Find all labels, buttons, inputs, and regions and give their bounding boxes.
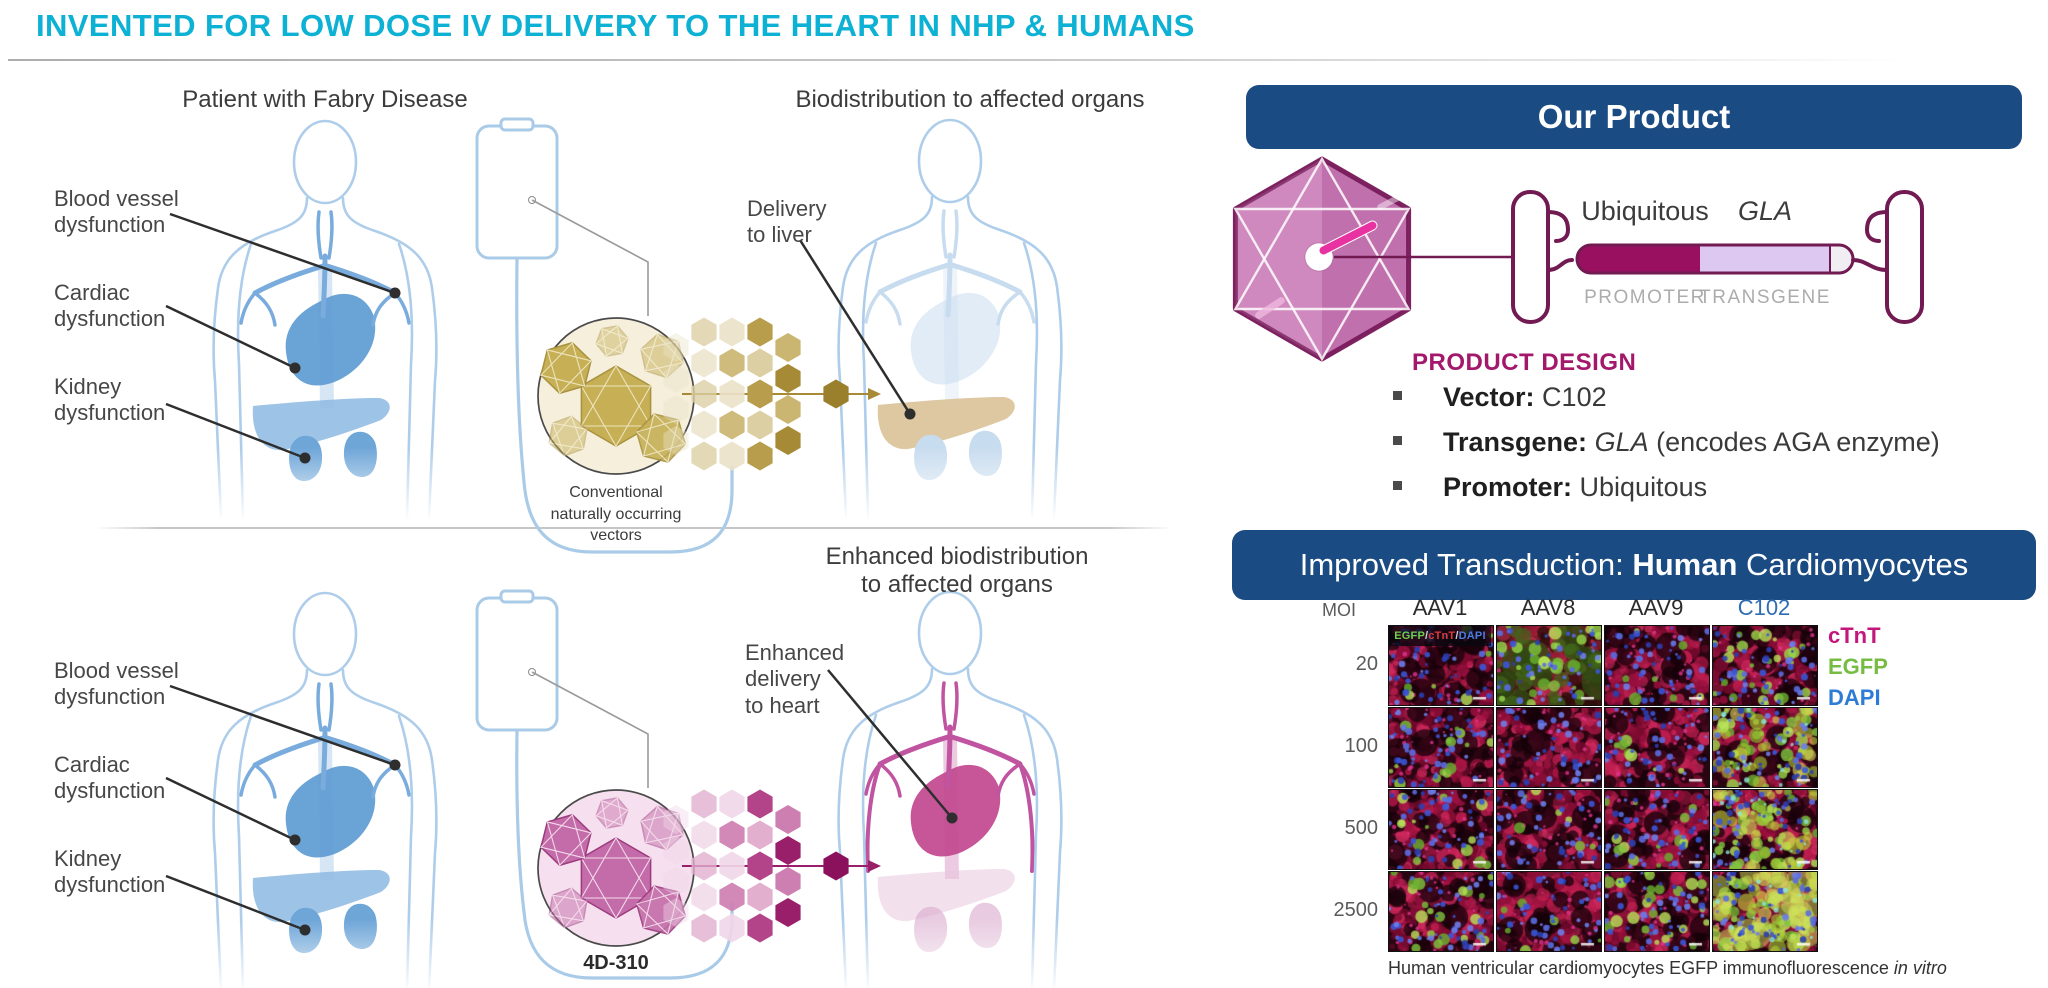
improved-transduction-header: Improved Transduction: Human Cardiomyocy… [1232, 530, 2036, 600]
column-header-aav1: AAV1 [1412, 595, 1468, 620]
micrograph-C102-moi100 [1712, 707, 1818, 788]
panel-title-enhanced-biodistribution: Enhanced biodistribution to affected org… [825, 543, 1089, 598]
micrograph-AAV1-moi2500 [1388, 871, 1494, 952]
leader-line [827, 669, 958, 824]
transgene-name-label: GLA [1737, 196, 1793, 226]
column-header-aav8: AAV8 [1520, 595, 1576, 620]
micrograph-AAV8-moi500 [1496, 789, 1602, 870]
moi-axis-label: MOI [1322, 600, 1356, 620]
panel-title-biodistribution: Biodistribution to affected organs [795, 86, 1145, 113]
micrograph-AAV8-moi20 [1496, 625, 1602, 706]
micrograph-AAV9-moi500 [1604, 789, 1710, 870]
legend-dapi: DAPI [1828, 685, 1881, 710]
dna-strand-icon [1318, 220, 1378, 256]
row-label-moi-100: 100 [1344, 734, 1378, 757]
itr-right-icon [1885, 190, 1924, 324]
product-construct-diagram [1232, 156, 1924, 362]
micrograph-AAV8-moi2500 [1496, 871, 1602, 952]
bullet-transgene: Transgene: GLA (encodes AGA enzyme) [1393, 427, 2033, 458]
genome-construct [1511, 190, 1924, 324]
row-label-moi-2500: 2500 [1333, 898, 1379, 921]
micrograph-C102-moi2500 [1712, 871, 1818, 952]
body-silhouette [830, 590, 1070, 988]
label-4d-310: 4D-310 [583, 952, 649, 974]
iv-bag [475, 117, 559, 260]
column-header-aav9: AAV9 [1628, 595, 1684, 620]
leader-line [165, 874, 311, 936]
micrograph-AAV1-moi500 [1388, 789, 1494, 870]
micrograph-C102-moi20 [1712, 625, 1818, 706]
vector-flow-hexagons [663, 317, 881, 471]
page-title: INVENTED FOR LOW DOSE IV DELIVERY TO THE… [36, 8, 1195, 43]
body-silhouette [830, 118, 1070, 521]
micrograph-AAV1-moi100 [1388, 707, 1494, 788]
our-product-header: Our Product [1246, 85, 2022, 149]
bullet-promoter: Promoter: Ubiquitous [1393, 472, 2033, 503]
iv-bag [475, 589, 559, 732]
capsid-icon [1232, 156, 1412, 362]
leader-line [798, 239, 916, 420]
micrograph-AAV9-moi100 [1604, 707, 1710, 788]
legend-ctnt: cTnT [1828, 623, 1881, 648]
label-enhanced-delivery-to-heart: Enhanced delivery to heart [745, 640, 845, 718]
micrograph-caption: Human ventricular cardiomyocytes EGFP im… [1388, 958, 1947, 978]
fluorescence-legend: cTnT EGFP DAPI [1828, 620, 1888, 713]
bullet-vector: Vector: C102 [1393, 382, 2033, 413]
caption-conventional-vectors: Conventional naturally occurring vectors [550, 484, 682, 545]
row-label-moi-20: 20 [1355, 652, 1378, 675]
itr-left-icon [1511, 190, 1550, 324]
panel-divider [95, 527, 1173, 529]
body-silhouette [205, 119, 445, 522]
vector-zoom-circle [539, 796, 687, 936]
micrograph-AAV9-moi20 [1604, 625, 1710, 706]
product-design-heading: PRODUCT DESIGN [1412, 349, 1637, 376]
micrograph-AAV8-moi100 [1496, 707, 1602, 788]
leader-line [169, 212, 401, 299]
micrograph-AAV9-moi2500 [1604, 871, 1710, 952]
promoter-bar [1577, 245, 1700, 273]
fabry-illustration [165, 117, 1070, 988]
title-divider [8, 59, 1908, 61]
column-header-c102: C102 [1737, 595, 1791, 620]
row-label-moi-500: 500 [1344, 816, 1378, 839]
leader-line [165, 776, 301, 846]
vector-zoom-circle [539, 324, 687, 464]
leader-line [169, 684, 401, 771]
transgene-caption: TRANSGENE [1699, 287, 1831, 308]
micrograph-C102-moi500 [1712, 789, 1818, 870]
vector-flow-hexagons [663, 789, 881, 943]
promoter-name-label: Ubiquitous [1581, 196, 1709, 226]
leader-line [165, 304, 301, 374]
leader-line [165, 402, 311, 464]
body-silhouette [205, 591, 445, 988]
panel-title-patient: Patient with Fabry Disease [182, 86, 468, 113]
promoter-caption: PROMOTER [1584, 287, 1706, 308]
channel-overlay-label: EGFP/cTnT/DAPI [1389, 626, 1491, 646]
legend-egfp: EGFP [1828, 654, 1888, 679]
product-design-bullets: Vector: C102 Transgene: GLA (encodes AGA… [1393, 382, 2033, 517]
